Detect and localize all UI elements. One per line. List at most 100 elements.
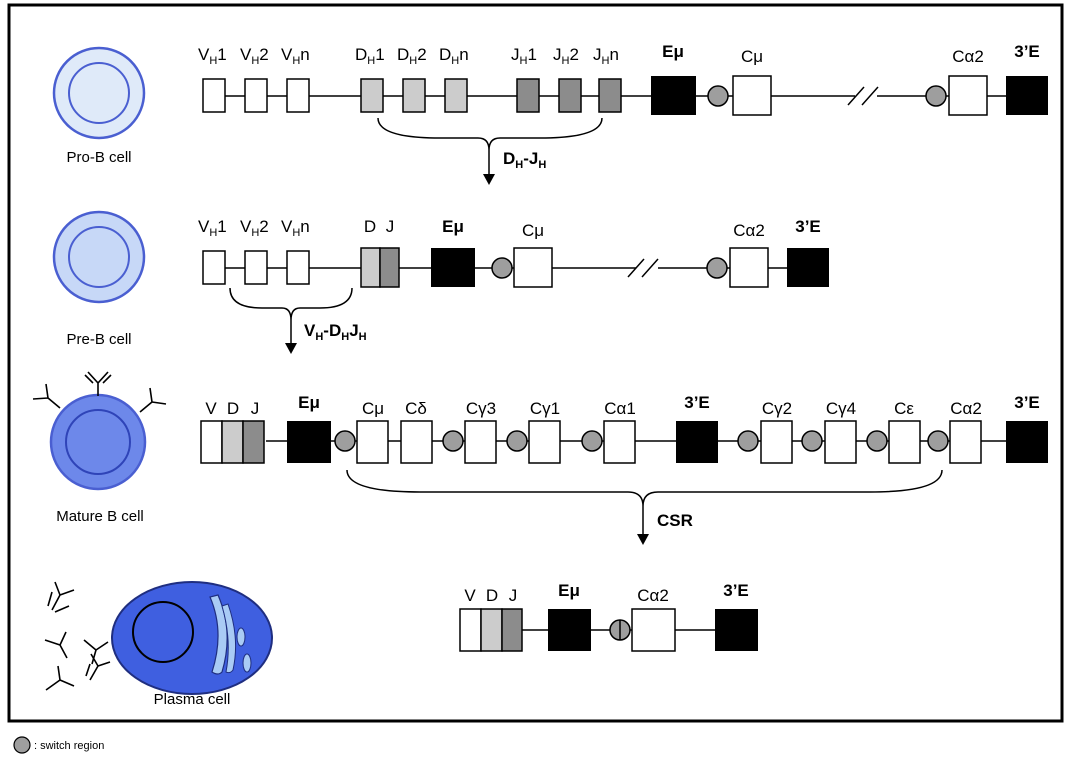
dj-brace xyxy=(378,118,602,150)
jh1-label: JH1 xyxy=(511,45,537,67)
j-segment xyxy=(243,421,264,463)
dh1-segment xyxy=(361,79,383,112)
3e-end-label: 3’E xyxy=(1014,393,1040,412)
cgamma2-gene xyxy=(761,421,792,463)
3e-mid-label: 3’E xyxy=(684,393,710,412)
switch-region xyxy=(443,431,463,451)
dh1-label: DH1 xyxy=(355,45,385,67)
j-label: J xyxy=(509,586,518,605)
switch-region xyxy=(802,431,822,451)
3e-enhancer xyxy=(715,609,758,651)
3e-label: 3’E xyxy=(723,581,749,600)
cmu-label: Cμ xyxy=(741,47,763,66)
switch-region-legend-icon xyxy=(14,737,30,753)
row2-locus xyxy=(203,248,829,287)
csr-step-label: CSR xyxy=(657,511,693,530)
legend-label: : switch region xyxy=(34,740,104,752)
v-label: V xyxy=(464,586,476,605)
legend: : switch region xyxy=(14,737,104,753)
pre-b-cell-label: Pre-B cell xyxy=(66,331,131,348)
d-label: D xyxy=(364,217,376,236)
mature-b-cell xyxy=(33,372,166,489)
3e-enhancer xyxy=(676,421,718,463)
switch-region xyxy=(582,431,602,451)
vh2-label: VH2 xyxy=(240,45,269,67)
hybrid-switch-region xyxy=(610,620,630,640)
dj-step-label: DH-JH xyxy=(503,149,546,171)
calpha1-gene xyxy=(604,421,635,463)
vh1-label: VH1 xyxy=(198,217,227,239)
calpha1-label: Cα1 xyxy=(604,399,636,418)
vh2-segment xyxy=(245,79,267,112)
emu-label: Eμ xyxy=(298,393,320,412)
emu-label: Eμ xyxy=(442,217,464,236)
cgamma3-label: Cγ3 xyxy=(466,399,496,418)
v-segment xyxy=(460,609,481,651)
3e-enhancer xyxy=(1006,76,1048,115)
dhn-segment xyxy=(445,79,467,112)
emu-enhancer xyxy=(651,76,696,115)
dh2-label: DH2 xyxy=(397,45,427,67)
vh1-label: VH1 xyxy=(198,45,227,67)
switch-region xyxy=(867,431,887,451)
jhn-label: JHn xyxy=(593,45,619,67)
3e-label: 3’E xyxy=(1014,42,1040,61)
switch-region xyxy=(335,431,355,451)
vh1-segment xyxy=(203,251,225,284)
cgamma2-label: Cγ2 xyxy=(762,399,792,418)
jh2-segment xyxy=(559,79,581,112)
cdelta-label: Cδ xyxy=(405,399,427,418)
jhn-segment xyxy=(599,79,621,112)
vdj-brace xyxy=(230,288,352,320)
vh2-segment xyxy=(245,251,267,284)
cmu-gene xyxy=(514,248,552,287)
switch-region xyxy=(928,431,948,451)
switch-region xyxy=(707,258,727,278)
calpha2-label: Cα2 xyxy=(637,586,669,605)
cmu-label: Cμ xyxy=(522,221,544,240)
emu-enhancer xyxy=(548,609,591,651)
plasma-cell-label: Plasma cell xyxy=(154,691,231,708)
ca2-gene xyxy=(730,248,768,287)
plasma-cell xyxy=(112,582,272,694)
vhn-label: VHn xyxy=(281,217,310,239)
cgamma3-gene xyxy=(465,421,496,463)
cdelta-gene xyxy=(401,421,432,463)
dhn-label: DHn xyxy=(439,45,469,67)
calpha2-label: Cα2 xyxy=(950,399,982,418)
jh1-segment xyxy=(517,79,539,112)
row4-locus xyxy=(460,609,758,651)
ca2-label: Cα2 xyxy=(952,47,984,66)
vhn-label: VHn xyxy=(281,45,310,67)
d-segment xyxy=(222,421,243,463)
cgamma1-gene xyxy=(529,421,560,463)
vhn-segment xyxy=(287,79,309,112)
ca2-gene xyxy=(949,76,987,115)
d-label: D xyxy=(486,586,498,605)
csr-brace xyxy=(347,470,942,506)
pro-b-cell xyxy=(54,48,144,138)
dj-arrowhead xyxy=(483,174,495,185)
dh2-segment xyxy=(403,79,425,112)
v-segment xyxy=(201,421,222,463)
emu-label: Eμ xyxy=(662,42,684,61)
d-segment xyxy=(361,248,380,287)
row3-locus xyxy=(201,421,1048,463)
secreted-antibodies-icon xyxy=(45,582,110,690)
j-label: J xyxy=(251,399,260,418)
cgamma1-label: Cγ1 xyxy=(530,399,560,418)
vh2-label: VH2 xyxy=(240,217,269,239)
3e-label: 3’E xyxy=(795,217,821,236)
emu-enhancer xyxy=(287,421,331,463)
cepsilon-label: Cε xyxy=(894,399,914,418)
vhn-segment xyxy=(287,251,309,284)
pro-b-cell-label: Pro-B cell xyxy=(66,149,131,166)
ca2-label: Cα2 xyxy=(733,221,765,240)
mature-b-cell-label: Mature B cell xyxy=(56,508,144,525)
d-segment xyxy=(481,609,502,651)
emu-label: Eμ xyxy=(558,581,580,600)
3e-enhancer xyxy=(1006,421,1048,463)
3e-enhancer xyxy=(787,248,829,287)
switch-region xyxy=(507,431,527,451)
